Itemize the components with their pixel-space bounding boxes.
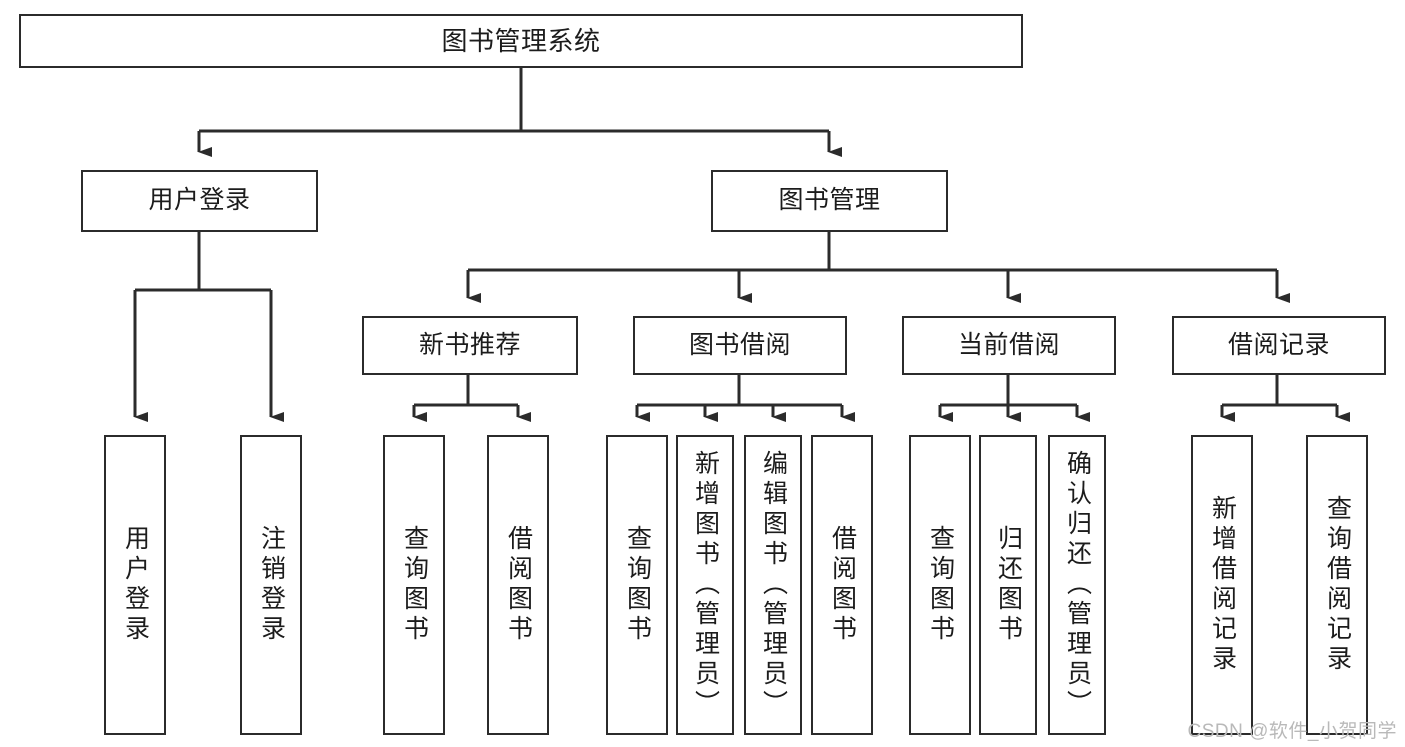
- node-leaf-logout[interactable]: 注销登录: [240, 435, 302, 735]
- node-user-login[interactable]: 用户登录: [81, 170, 318, 232]
- node-book-manage[interactable]: 图书管理: [711, 170, 948, 232]
- node-book-borrow[interactable]: 图书借阅: [633, 316, 847, 375]
- node-leaf-query-book-current[interactable]: 查询图书: [909, 435, 971, 735]
- node-leaf-return-book[interactable]: 归还图书: [979, 435, 1037, 735]
- node-leaf-query-book-borrow[interactable]: 查询图书: [606, 435, 668, 735]
- node-leaf-borrow-book[interactable]: 借阅图书: [811, 435, 873, 735]
- node-book-manage-label: 图书管理: [778, 186, 881, 215]
- node-leaf-query-borrow-record-label: 查询借阅记录: [1323, 495, 1352, 675]
- node-leaf-add-book-label: 新增图书（管理员）: [691, 450, 720, 720]
- node-leaf-query-book-current-label: 查询图书: [926, 525, 955, 645]
- node-leaf-user-login-label: 用户登录: [121, 525, 150, 645]
- node-borrow-record[interactable]: 借阅记录: [1172, 316, 1386, 375]
- node-leaf-borrow-book-label: 借阅图书: [828, 525, 857, 645]
- node-leaf-add-borrow-record[interactable]: 新增借阅记录: [1191, 435, 1253, 735]
- node-leaf-edit-book-label: 编辑图书（管理员）: [759, 450, 788, 720]
- node-leaf-logout-label: 注销登录: [257, 525, 286, 645]
- node-book-borrow-label: 图书借阅: [688, 330, 791, 359]
- node-current-borrow-label: 当前借阅: [957, 330, 1060, 359]
- csdn-watermark: CSDN @软件_小贺同学: [1187, 721, 1397, 742]
- node-new-book-recommend-label: 新书推荐: [418, 330, 521, 359]
- node-leaf-query-borrow-record[interactable]: 查询借阅记录: [1306, 435, 1368, 735]
- node-borrow-record-label: 借阅记录: [1227, 330, 1330, 359]
- node-root-system-label: 图书管理系统: [441, 25, 601, 56]
- node-leaf-return-book-label: 归还图书: [994, 525, 1023, 645]
- node-leaf-edit-book[interactable]: 编辑图书（管理员）: [744, 435, 802, 735]
- node-current-borrow[interactable]: 当前借阅: [902, 316, 1116, 375]
- node-leaf-add-borrow-record-label: 新增借阅记录: [1208, 495, 1237, 675]
- node-leaf-confirm-return[interactable]: 确认归还（管理员）: [1048, 435, 1106, 735]
- node-leaf-borrow-book-recommend[interactable]: 借阅图书: [487, 435, 549, 735]
- node-root-system[interactable]: 图书管理系统: [19, 14, 1023, 68]
- node-leaf-query-book-recommend[interactable]: 查询图书: [383, 435, 445, 735]
- node-leaf-user-login[interactable]: 用户登录: [104, 435, 166, 735]
- node-leaf-borrow-book-recommend-label: 借阅图书: [504, 525, 533, 645]
- node-new-book-recommend[interactable]: 新书推荐: [362, 316, 578, 375]
- node-leaf-confirm-return-label: 确认归还（管理员）: [1063, 450, 1092, 720]
- node-leaf-query-book-recommend-label: 查询图书: [400, 525, 429, 645]
- node-leaf-add-book[interactable]: 新增图书（管理员）: [676, 435, 734, 735]
- node-user-login-label: 用户登录: [148, 186, 251, 215]
- node-leaf-query-book-borrow-label: 查询图书: [623, 525, 652, 645]
